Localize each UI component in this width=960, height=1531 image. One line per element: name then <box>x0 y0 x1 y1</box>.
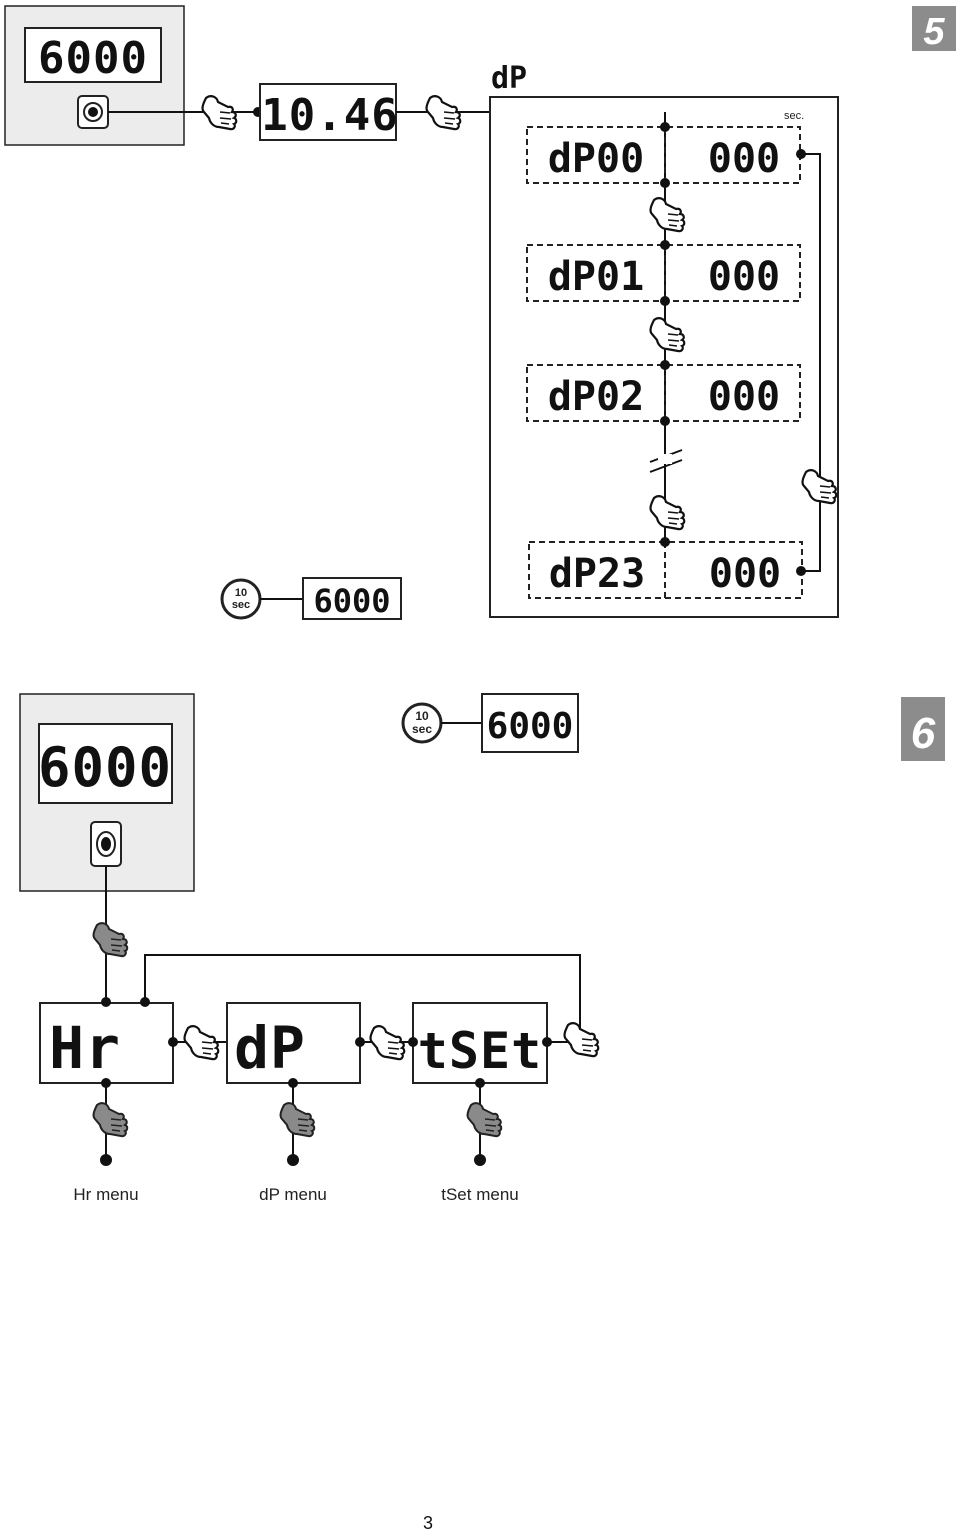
timer-icon-unit: sec <box>232 599 250 611</box>
device-panel: 6000 <box>4 5 185 146</box>
press-hand-icon <box>563 1022 600 1058</box>
parameter-code: dP00 <box>548 136 644 182</box>
parameter-value: 000 <box>708 136 780 182</box>
press-hand-icon <box>425 95 462 131</box>
menu-box-hr: Hr <box>39 997 178 1088</box>
menu-display: tSEt <box>418 1022 542 1080</box>
parameter-row: dP01 000 <box>526 240 801 306</box>
parameter-code: dP02 <box>548 374 644 420</box>
press-hand-icon <box>92 1102 129 1138</box>
press-hand-icon <box>279 1102 316 1138</box>
parameter-row: dP00 000 <box>526 122 806 188</box>
press-hand-icon <box>369 1025 406 1061</box>
section-badge-6: 6 <box>901 697 945 761</box>
menu-display: dP <box>234 1014 306 1082</box>
device-display: 6000 <box>38 736 172 799</box>
menu-caption: Hr menu <box>73 1185 138 1204</box>
timer-icon-unit: sec <box>412 722 432 736</box>
parameter-code: dP23 <box>549 551 645 597</box>
menu-box-dp: dP <box>226 1002 365 1088</box>
menu-display: Hr <box>49 1014 121 1082</box>
unit-label: sec. <box>784 110 804 122</box>
parameter-value: 000 <box>708 374 780 420</box>
press-hand-icon <box>466 1102 503 1138</box>
section-6: 6 6000 10 sec 6000 <box>19 693 945 1204</box>
timer-icon-value: 10 <box>235 587 247 599</box>
section-badge-5: 5 <box>912 6 956 53</box>
timeout-display: 6000 <box>487 706 574 747</box>
clock-display: 10.46 <box>261 90 398 141</box>
press-hand-icon <box>183 1025 220 1061</box>
device-panel: 6000 <box>19 693 195 892</box>
section-badge-5-label: 5 <box>923 11 945 53</box>
menu-caption: tSet menu <box>441 1185 519 1204</box>
device-display: 6000 <box>38 33 148 84</box>
page-number: 3 <box>423 1513 433 1531</box>
device-button[interactable] <box>77 95 109 129</box>
menu-caption: dP menu <box>259 1185 327 1204</box>
timeout-indicator: 10 sec 6000 <box>401 693 579 753</box>
menu-box-tset: tSEt <box>408 1002 552 1088</box>
parameter-row: dP02 000 <box>526 360 801 426</box>
device-button[interactable] <box>90 821 122 867</box>
press-hand-icon <box>201 95 238 131</box>
clock-display-box: 10.46 <box>259 83 398 141</box>
group-label: dP <box>491 61 527 96</box>
press-hand-icon <box>92 922 129 958</box>
section-5: 5 6000 10.46 dP sec. <box>4 5 956 620</box>
section-badge-6-label: 6 <box>911 709 936 758</box>
timeout-indicator: 10 sec 6000 <box>220 577 402 620</box>
parameter-value: 000 <box>709 551 781 597</box>
parameter-code: dP01 <box>548 254 644 300</box>
parameter-row: dP23 000 <box>528 537 806 599</box>
timeout-display: 6000 <box>313 582 390 620</box>
parameter-value: 000 <box>708 254 780 300</box>
timer-icon-value: 10 <box>415 709 429 723</box>
